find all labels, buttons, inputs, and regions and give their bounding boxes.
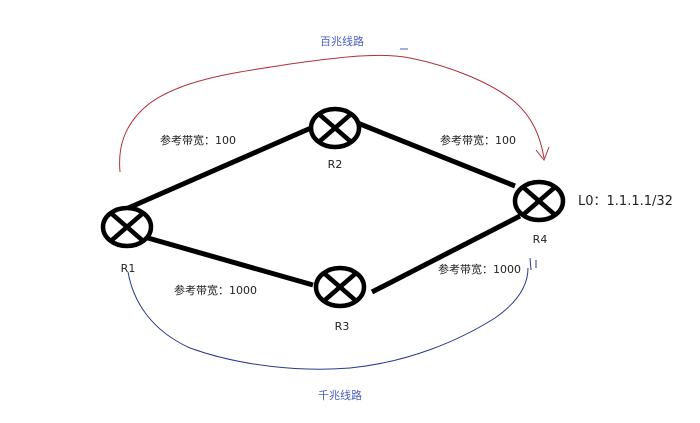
router-r1[interactable] xyxy=(100,205,154,249)
link-r1-r3-bandwidth: 参考带宽：1000 xyxy=(174,283,257,297)
gigabit-path-curve xyxy=(127,267,529,370)
router-r2-label: R2 xyxy=(328,158,343,171)
router-r4-label: R4 xyxy=(533,233,548,246)
link-r1-r2 xyxy=(124,125,313,212)
link-r1-r2-bandwidth: 参考带宽：100 xyxy=(160,133,236,147)
router-r4[interactable] xyxy=(512,179,566,223)
hundred-mbps-path-curve xyxy=(119,54,545,173)
router-r2[interactable] xyxy=(308,106,362,150)
router-r1-cross-b xyxy=(110,212,144,242)
router-r3-label: R3 xyxy=(335,320,350,333)
gigabit-path-label: 千兆线路 xyxy=(318,388,362,402)
loopback-address-label: L0：1.1.1.1/32 xyxy=(578,194,673,209)
hundred-mbps-arrow-head xyxy=(535,146,550,161)
router-r1-label: R1 xyxy=(121,262,136,275)
hundred-mbps-path-label: 百兆线路 xyxy=(320,34,364,48)
link-r2-r4 xyxy=(354,119,516,189)
link-r3-r4-bandwidth: 参考带宽：1000 xyxy=(438,262,521,276)
router-r3-cross-b xyxy=(323,272,357,302)
router-r4-cross-b xyxy=(522,186,556,216)
router-r2-cross-b xyxy=(318,113,352,143)
gigabit-path-tick xyxy=(529,257,537,271)
router-r3[interactable] xyxy=(313,265,367,309)
link-r3-r4 xyxy=(370,213,522,295)
link-r1-r3 xyxy=(147,235,314,288)
link-r2-r4-bandwidth: 参考带宽：100 xyxy=(440,133,516,147)
